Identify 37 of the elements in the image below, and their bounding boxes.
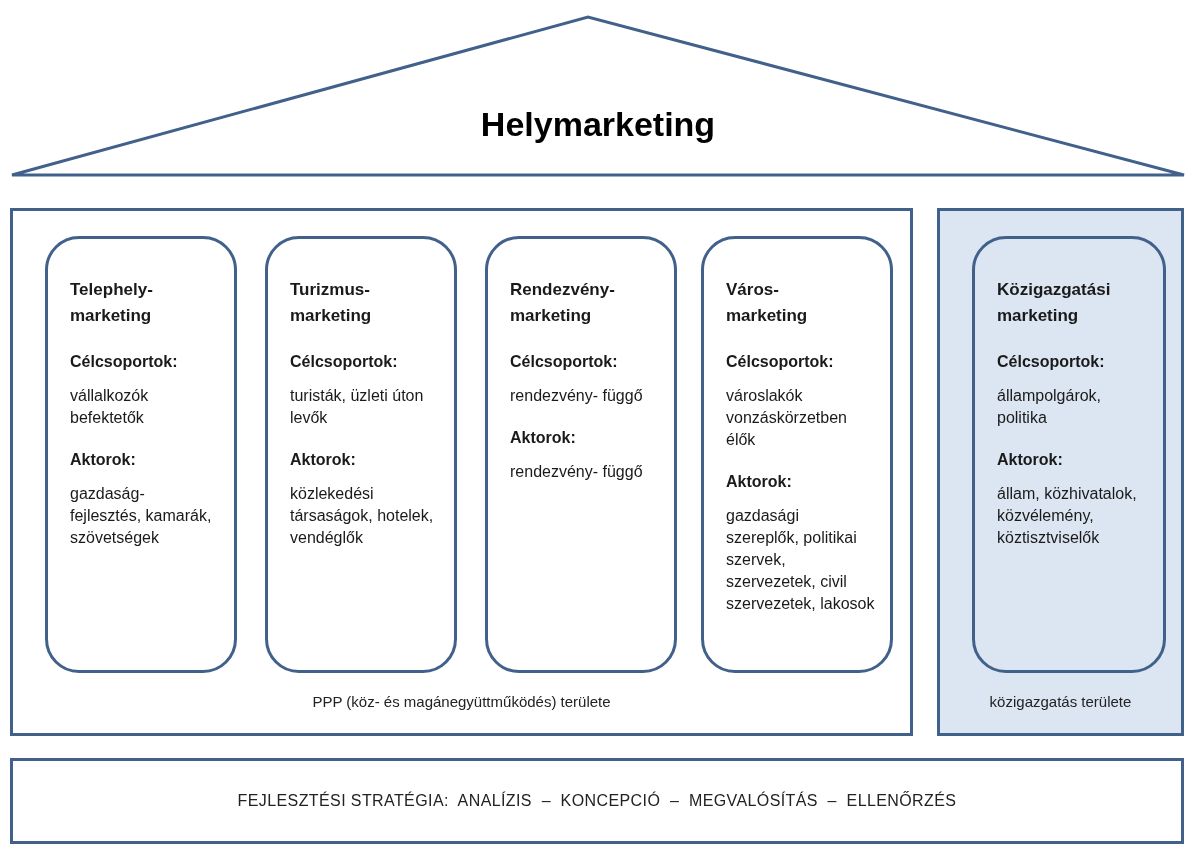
section-heading: Aktorok: <box>290 450 357 470</box>
section-text: állam, közhivatalok, közvélemény, köztisztviselők <box>997 484 1138 548</box>
section-text: gazdaság- fejlesztés, kamarák, szövetségek <box>70 484 213 548</box>
strategy-text: FEJLESZTÉSI STRATÉGIA: ANALÍZIS – KONCEPCIÓ – MEGVALÓSÍTÁS – ELLENŐRZÉS <box>237 790 957 811</box>
roof-title: Helymarketing <box>479 104 717 145</box>
ppp-area-panel <box>10 208 913 736</box>
section-text: rendezvény- függő <box>510 386 644 406</box>
section-heading: Aktorok: <box>997 450 1064 470</box>
pillar-title: Telephely- marketing <box>70 279 154 327</box>
section-heading: Célcsoportok: <box>510 352 619 372</box>
pillar-title: Közigazgatási marketing <box>997 279 1112 327</box>
pillar-box <box>45 236 237 673</box>
area-caption: PPP (köz- és magánegyüttműködés) területe <box>312 692 611 712</box>
pillar-box <box>265 236 457 673</box>
pillar-box <box>972 236 1166 673</box>
section-heading: Aktorok: <box>726 472 793 492</box>
section-heading: Aktorok: <box>70 450 137 470</box>
section-text: városlakók vonzáskörzetben élők <box>726 386 848 450</box>
public-admin-panel <box>937 208 1184 736</box>
section-heading: Célcsoportok: <box>726 352 835 372</box>
section-text: turisták, üzleti úton levők <box>290 386 425 428</box>
section-heading: Célcsoportok: <box>997 352 1106 372</box>
pillar-title: Rendezvény- marketing <box>510 279 616 327</box>
pillar-box <box>485 236 677 673</box>
pillar-title: Város- marketing <box>726 279 809 327</box>
section-text: közlekedési társaságok, hotelek, vendéglők <box>290 484 435 548</box>
section-heading: Célcsoportok: <box>290 352 399 372</box>
section-text: rendezvény- függő <box>510 462 644 482</box>
foundation-box <box>10 758 1184 844</box>
section-heading: Aktorok: <box>510 428 577 448</box>
pillar-box <box>701 236 893 673</box>
area-caption: közigazgatás területe <box>989 692 1132 712</box>
section-text: vállalkozók befektetők <box>70 386 150 428</box>
pillar-title: Turizmus- marketing <box>290 279 373 327</box>
section-heading: Célcsoportok: <box>70 352 179 372</box>
section-text: gazdasági szereplők, politikai szervek, szervezetek, civil szervezetek, lakosok <box>726 506 876 614</box>
section-text: állampolgárok, politika <box>997 386 1103 428</box>
